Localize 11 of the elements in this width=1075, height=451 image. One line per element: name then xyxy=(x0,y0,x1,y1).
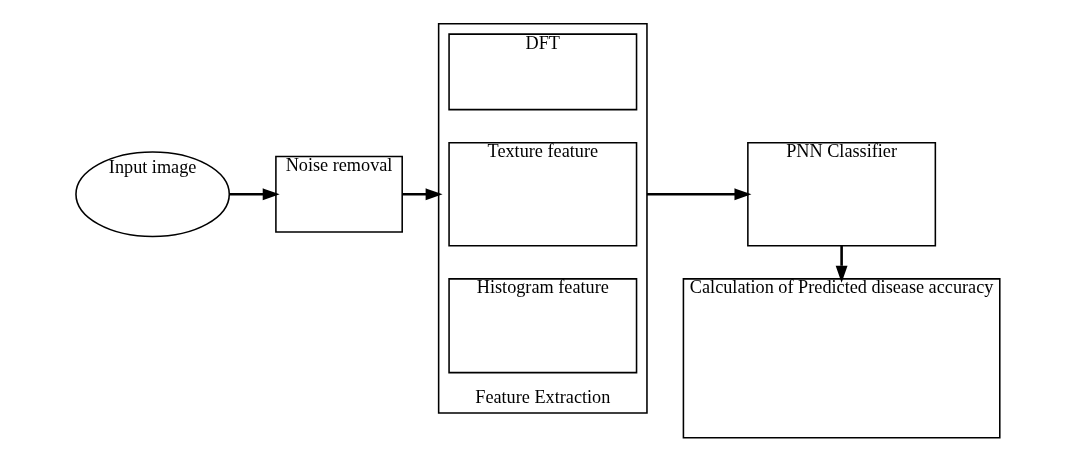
node-box: Texture feature xyxy=(447,142,637,247)
node-box: PNN Classifier xyxy=(746,142,936,247)
node-ellipse: Input image xyxy=(74,151,230,238)
arrow xyxy=(835,245,848,283)
arrow xyxy=(228,188,280,201)
arrow xyxy=(646,188,751,201)
node-box: Noise removal xyxy=(274,155,403,233)
arrow xyxy=(401,188,443,201)
node-box: Histogram feature xyxy=(447,278,637,374)
node-box: DFT xyxy=(447,33,637,111)
node-box: Calculation of Predicted disease accuracy xyxy=(682,278,1001,439)
